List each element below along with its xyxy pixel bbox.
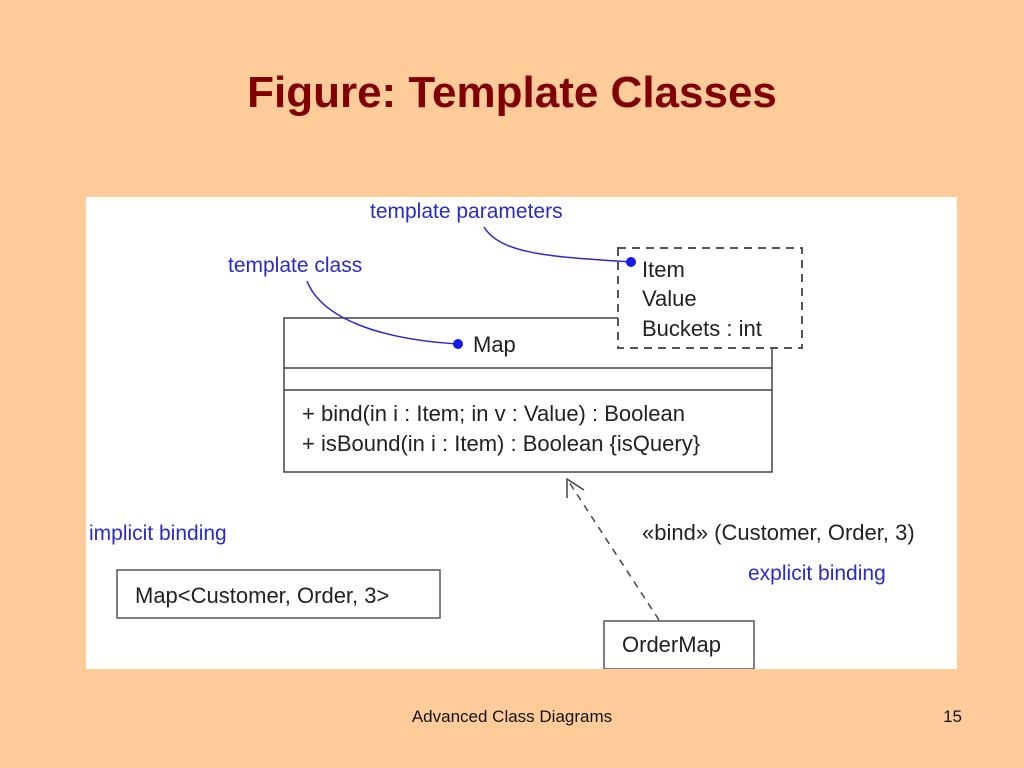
template-class-leader-dot	[453, 339, 463, 349]
ordermap-outline	[603, 620, 755, 669]
map-operation-isbound: + isBound(in i : Item) : Boolean {isQuer…	[302, 431, 700, 456]
bind-dependency-line	[566, 478, 660, 621]
slide-title: Figure: Template Classes	[247, 68, 777, 117]
implicit-binding-class-box: Map<Customer, Order, 3>	[116, 569, 441, 619]
template-class-callout: template class	[228, 254, 362, 277]
bind-stereotype-label: «bind» (Customer, Order, 3)	[642, 520, 915, 545]
map-operation-bind: + bind(in i : Item; in v : Value) : Bool…	[302, 401, 685, 426]
map-class-name: Map	[473, 332, 516, 357]
bind-dependency-arrowhead	[566, 477, 585, 498]
template-parameters-leader-dot	[626, 257, 636, 267]
template-parameters-outline	[617, 247, 803, 349]
template-class-leader	[306, 280, 459, 345]
implicit-binding-callout: implicit binding	[89, 522, 227, 545]
template-class-diagram: Map + bind(in i : Item; in v : Value) : …	[86, 197, 957, 669]
bind-dependency-arrow	[566, 477, 660, 621]
template-parameters-leader	[483, 226, 632, 263]
template-parameters-callout: template parameters	[370, 200, 563, 223]
explicit-binding-callout: explicit binding	[748, 562, 886, 585]
template-parameter-item: Item	[642, 257, 685, 282]
slide-page-number: 15	[943, 707, 962, 726]
slide-footer-title: Advanced Class Diagrams	[411, 707, 613, 726]
ordermap-class-box: OrderMap	[603, 620, 755, 669]
template-parameters-box: Item Value Buckets : int	[617, 247, 803, 349]
implicit-binding-outline	[116, 569, 441, 619]
ordermap-class-name: OrderMap	[622, 632, 721, 657]
implicit-binding-class-name: Map<Customer, Order, 3>	[135, 583, 389, 608]
template-parameter-buckets: Buckets : int	[642, 316, 762, 341]
template-parameter-value: Value	[642, 286, 697, 311]
